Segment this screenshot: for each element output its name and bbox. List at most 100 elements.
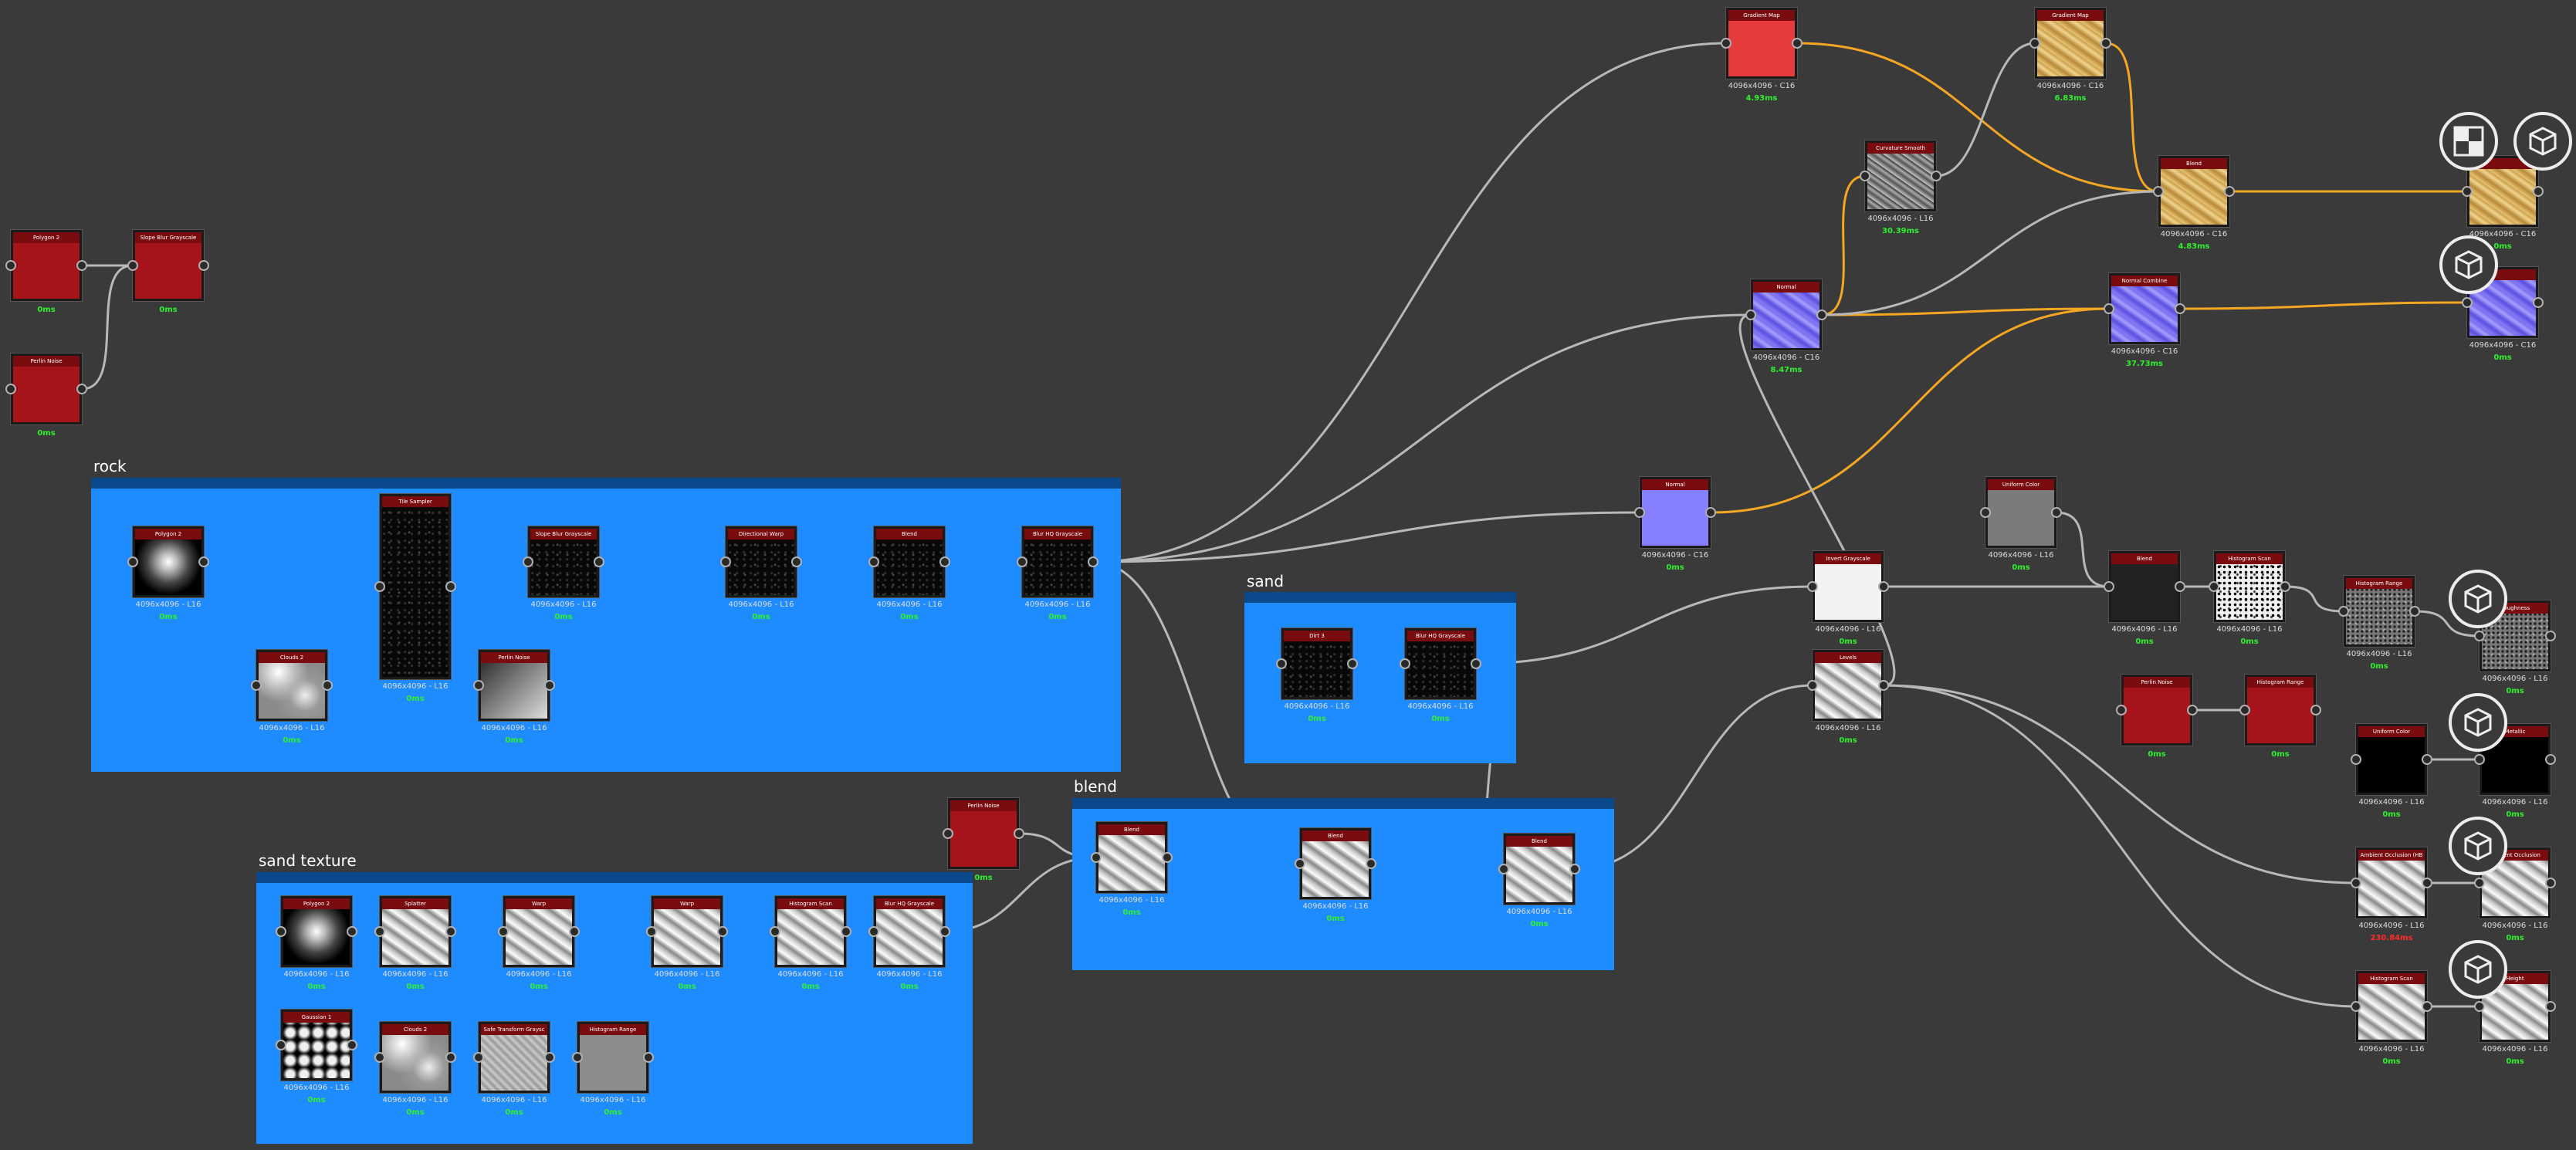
output-port[interactable] (1088, 556, 1098, 567)
node-n-invert[interactable]: Invert Grayscale (1813, 551, 1884, 622)
output-port[interactable] (1705, 507, 1716, 518)
node-n-histrange-b[interactable]: Histogram Range (2344, 576, 2415, 647)
input-port[interactable] (473, 1052, 484, 1063)
input-port[interactable] (498, 926, 509, 937)
input-port[interactable] (523, 556, 533, 567)
output-port[interactable] (1878, 680, 1889, 691)
node-n-histscan-a[interactable]: Histogram Scan (775, 896, 846, 967)
input-port[interactable] (2474, 878, 2485, 888)
output-port[interactable] (1792, 38, 1803, 49)
node-n-clouds2-a[interactable]: Clouds 2 (256, 650, 327, 721)
input-port[interactable] (2239, 705, 2250, 715)
output-port[interactable] (2224, 186, 2235, 197)
output-cube-icon[interactable] (2449, 817, 2507, 875)
node-n-slopeblur-a[interactable]: Slope Blur Grayscale (133, 230, 204, 301)
input-port[interactable] (2104, 303, 2114, 314)
node-n-histrange-a[interactable]: Histogram Range (577, 1022, 648, 1093)
output-port[interactable] (1014, 828, 1024, 839)
output-port[interactable] (198, 260, 209, 271)
node-n-uniform-b[interactable]: Uniform Color (2356, 724, 2427, 795)
output-port[interactable] (643, 1052, 654, 1063)
output-cube-icon[interactable] (2439, 235, 2498, 294)
output-port[interactable] (2310, 705, 2321, 715)
output-port[interactable] (569, 926, 580, 937)
node-n-blend-b2[interactable]: Blend (1300, 828, 1371, 899)
node-n-curvsmooth[interactable]: Curvature Smooth (1865, 140, 1936, 211)
output-port[interactable] (1931, 171, 1941, 181)
input-port[interactable] (1400, 658, 1410, 669)
node-n-blurhq-sand[interactable]: Blur HQ Grayscale (1405, 628, 1476, 699)
output-port[interactable] (841, 926, 851, 937)
node-n-blend-rock[interactable]: Blend (874, 526, 945, 597)
output-port[interactable] (2100, 38, 2111, 49)
output-port[interactable] (2422, 1001, 2432, 1012)
input-port[interactable] (2351, 1001, 2361, 1012)
node-n-dirt3[interactable]: Dirt 3 (1281, 628, 1352, 699)
node-n-normcombine[interactable]: Normal Combine (2109, 273, 2180, 344)
output-port[interactable] (791, 556, 802, 567)
output-port[interactable] (1569, 864, 1580, 874)
input-port[interactable] (276, 1040, 286, 1050)
node-n-gradmap-a[interactable]: Gradient Map (1726, 8, 1797, 79)
input-port[interactable] (868, 926, 879, 937)
input-port[interactable] (2104, 581, 2114, 592)
output-port[interactable] (1347, 658, 1358, 669)
input-port[interactable] (374, 581, 385, 592)
node-n-warp-b[interactable]: Warp (652, 896, 723, 967)
input-port[interactable] (1295, 858, 1305, 869)
node-n-blurhq-rock[interactable]: Blur HQ Grayscale (1022, 526, 1093, 597)
input-port[interactable] (1276, 658, 1287, 669)
node-n-normal-b[interactable]: Normal (1640, 477, 1711, 548)
node-n-warp-a[interactable]: Warp (503, 896, 574, 967)
node-n-levels[interactable]: Levels (1813, 650, 1884, 721)
output-port[interactable] (1878, 581, 1889, 592)
output-port[interactable] (2051, 507, 2062, 518)
node-n-blend-b3[interactable]: Blend (1504, 834, 1575, 905)
node-n-histscan-b[interactable]: Histogram Scan (2214, 551, 2285, 622)
node-n-perlin-b[interactable]: Perlin Noise (479, 650, 550, 721)
node-n-uniform-a[interactable]: Uniform Color (1985, 477, 2056, 548)
input-port[interactable] (2338, 606, 2349, 617)
node-n-slopeblur-b[interactable]: Slope Blur Grayscale (528, 526, 599, 597)
input-port[interactable] (943, 828, 953, 839)
input-port[interactable] (1017, 556, 1027, 567)
input-port[interactable] (276, 926, 286, 937)
input-port[interactable] (572, 1052, 583, 1063)
input-port[interactable] (473, 680, 484, 691)
input-port[interactable] (127, 260, 138, 271)
output-port[interactable] (2175, 581, 2185, 592)
output-port[interactable] (594, 556, 604, 567)
input-port[interactable] (5, 384, 16, 394)
node-n-polygon2-a[interactable]: Polygon 2 (11, 230, 82, 301)
input-port[interactable] (2351, 754, 2361, 765)
output-port[interactable] (2533, 186, 2544, 197)
frame-sand-texture[interactable] (256, 872, 973, 1144)
output-port[interactable] (1366, 858, 1376, 869)
output-port[interactable] (544, 1052, 555, 1063)
input-port[interactable] (2462, 297, 2473, 308)
output-port[interactable] (76, 384, 87, 394)
output-port[interactable] (76, 260, 87, 271)
output-port[interactable] (544, 680, 555, 691)
output-port[interactable] (2175, 303, 2185, 314)
output-checker-icon[interactable] (2439, 112, 2498, 171)
output-port[interactable] (1162, 852, 1173, 863)
input-port[interactable] (2462, 186, 2473, 197)
input-port[interactable] (5, 260, 16, 271)
input-port[interactable] (251, 680, 262, 691)
node-n-gaussian1[interactable]: Gaussian 1 (281, 1010, 352, 1081)
output-port[interactable] (198, 556, 209, 567)
node-n-safetransform[interactable]: Safe Transform Graysc (479, 1022, 550, 1093)
output-port[interactable] (322, 680, 333, 691)
node-n-perlin-a[interactable]: Perlin Noise (11, 353, 82, 424)
output-port[interactable] (2533, 297, 2544, 308)
output-port[interactable] (1816, 309, 1827, 320)
input-port[interactable] (2474, 754, 2485, 765)
input-port[interactable] (2351, 878, 2361, 888)
output-port[interactable] (347, 1040, 357, 1050)
output-port[interactable] (2545, 631, 2556, 641)
output-port[interactable] (2280, 581, 2290, 592)
output-port[interactable] (939, 926, 950, 937)
output-port[interactable] (939, 556, 950, 567)
input-port[interactable] (374, 1052, 385, 1063)
